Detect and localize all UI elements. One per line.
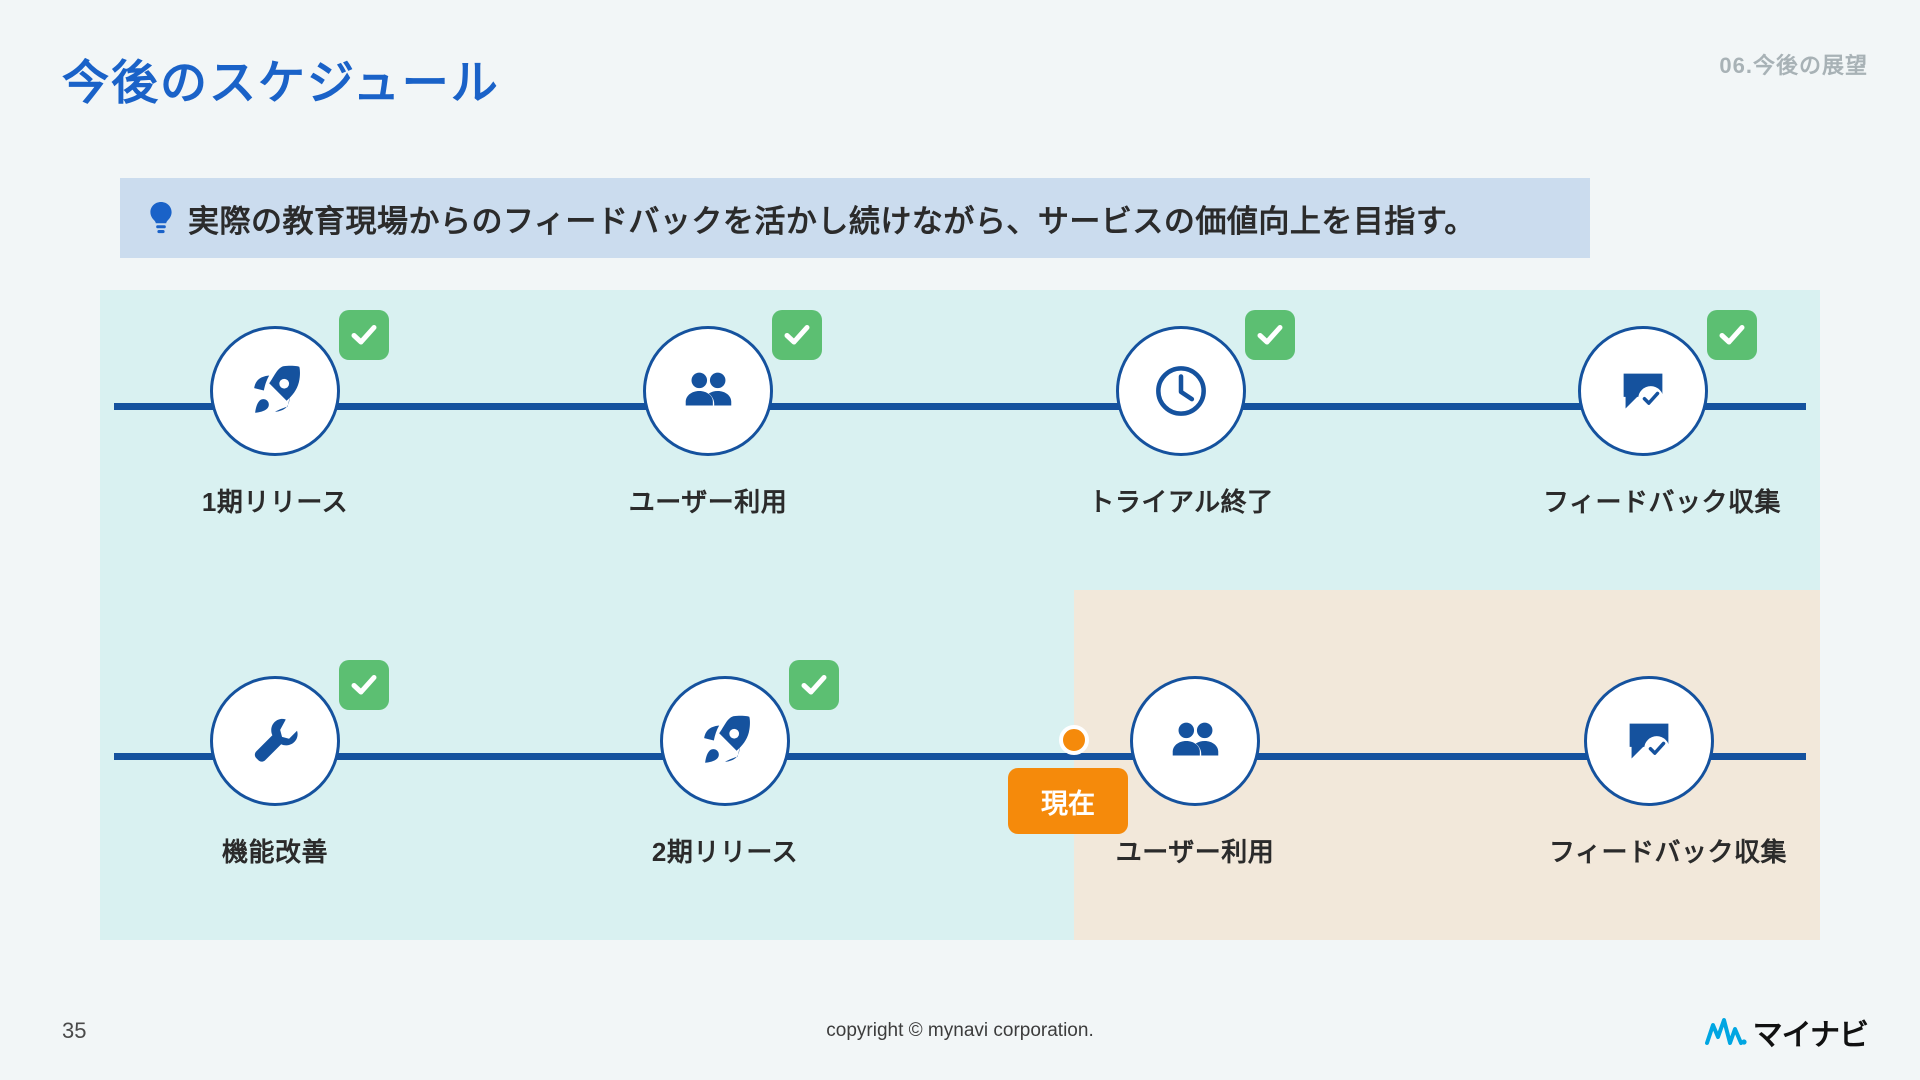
people-icon <box>685 372 732 406</box>
node-circle <box>1584 676 1714 806</box>
mynavi-logo-text: マイナビ <box>1752 1019 1869 1052</box>
lightbulb-icon <box>150 202 172 234</box>
current-position-chip: 現在 <box>1008 768 1128 834</box>
callout-banner: 実際の教育現場からのフィードバックを活かし続けながら、サービスの価値向上を目指す… <box>120 178 1590 258</box>
callout-text: 実際の教育現場からのフィードバックを活かし続けながら、サービスの価値向上を目指す… <box>188 203 1476 239</box>
node-circle <box>643 326 773 456</box>
check-icon <box>784 325 810 345</box>
section-tag: 06.今後の展望 <box>1719 53 1868 78</box>
timeline-node-機能改善[interactable]: 機能改善 <box>175 660 389 869</box>
timeline-node-ユーザー利用-2[interactable]: ユーザー利用 <box>1095 676 1295 869</box>
node-circle <box>1116 326 1246 456</box>
node-label: ユーザー利用 <box>628 487 788 517</box>
node-label: 1期リリース <box>201 487 349 517</box>
check-icon <box>351 325 377 345</box>
completed-check-badge <box>339 310 389 360</box>
timeline-row-2: 機能改善 2期リリース <box>100 590 1820 940</box>
completed-check-badge <box>339 660 389 710</box>
current-position-dot <box>1059 725 1089 755</box>
clock-icon <box>1156 366 1206 416</box>
check-icon <box>351 675 377 695</box>
chat-check-icon <box>1629 723 1670 762</box>
wrench-icon <box>254 718 298 762</box>
timeline-node-フィードバック収集-1[interactable]: フィードバック収集 <box>1543 310 1781 519</box>
completed-check-badge <box>1707 310 1757 360</box>
node-circle <box>1578 326 1708 456</box>
node-circle <box>1130 676 1260 806</box>
mynavi-wave-icon <box>1704 1018 1747 1045</box>
check-icon <box>801 675 827 695</box>
timeline-rail <box>114 753 1806 760</box>
timeline-node-ユーザー利用-1[interactable]: ユーザー利用 <box>608 310 822 519</box>
node-circle <box>210 326 340 456</box>
page-title: 今後のスケジュール <box>62 56 500 109</box>
node-circle <box>660 676 790 806</box>
copyright-text: copyright © mynavi corporation. <box>826 1020 1094 1041</box>
check-icon <box>1257 325 1283 345</box>
node-label: 機能改善 <box>221 837 328 867</box>
rocket-icon <box>704 715 750 763</box>
timeline-rail <box>114 403 1806 410</box>
people-icon <box>1172 722 1219 756</box>
node-label: フィードバック収集 <box>1549 837 1787 867</box>
timeline-node-2期リリース[interactable]: 2期リリース <box>625 660 839 869</box>
completed-check-badge <box>1245 310 1295 360</box>
timeline-node-トライアル終了[interactable]: トライアル終了 <box>1081 310 1295 519</box>
chat-check-icon <box>1623 373 1664 412</box>
node-label: ユーザー利用 <box>1115 837 1275 867</box>
mynavi-logo: マイナビ <box>1704 1010 1869 1054</box>
node-label: 2期リリース <box>651 837 799 867</box>
completed-check-badge <box>789 660 839 710</box>
check-icon <box>1719 325 1745 345</box>
node-label: トライアル終了 <box>1088 487 1274 517</box>
timeline-row-1: 1期リリース ユーザー利用 <box>100 290 1820 590</box>
node-label: フィードバック収集 <box>1543 487 1781 517</box>
page-number: 35 <box>62 1018 87 1043</box>
timeline-node-フィードバック収集-2[interactable]: フィードバック収集 <box>1549 676 1787 869</box>
completed-check-badge <box>772 310 822 360</box>
rocket-icon <box>254 365 300 413</box>
node-circle <box>210 676 340 806</box>
timeline-node-1期リリース[interactable]: 1期リリース <box>175 310 389 519</box>
